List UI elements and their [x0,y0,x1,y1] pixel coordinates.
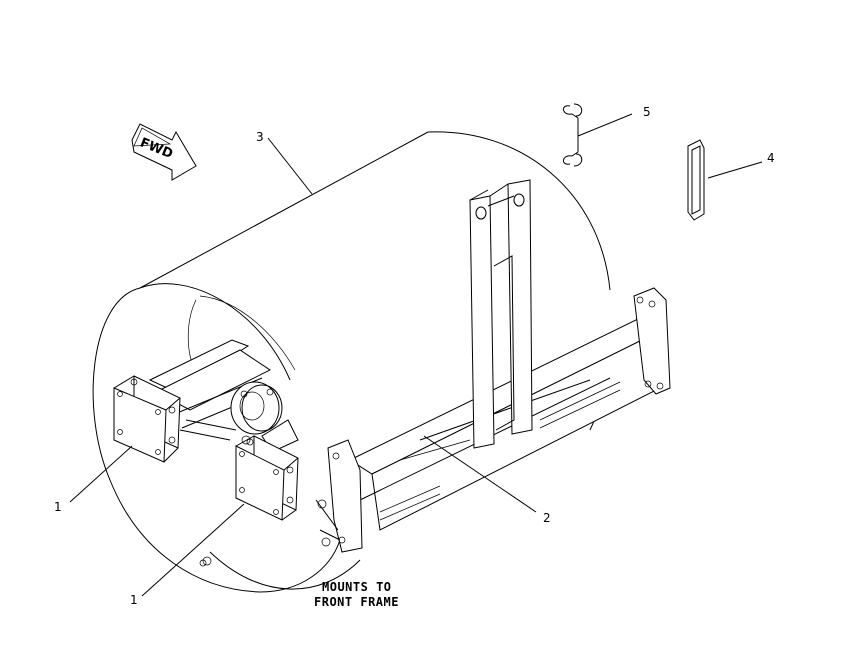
note-line-2: FRONT FRAME [314,595,399,609]
callout-2: 2 [543,511,551,525]
drum-support-frame [148,339,271,441]
callout-4: 4 [767,151,775,165]
callout-3: 3 [256,130,264,144]
vertical-bracket [469,179,533,449]
callout-1-lower: 1 [130,593,138,607]
callout-5: 5 [643,105,651,119]
plate-part [687,139,705,221]
callout-1-upper: 1 [54,500,62,514]
clip-part [563,103,583,167]
fwd-arrow-icon: FWD [131,123,197,181]
mounting-pad-upper [113,375,181,463]
mounting-pad-lower [235,435,299,521]
note-line-1: MOUNTS TO [322,580,392,594]
leader-lines [69,113,763,597]
